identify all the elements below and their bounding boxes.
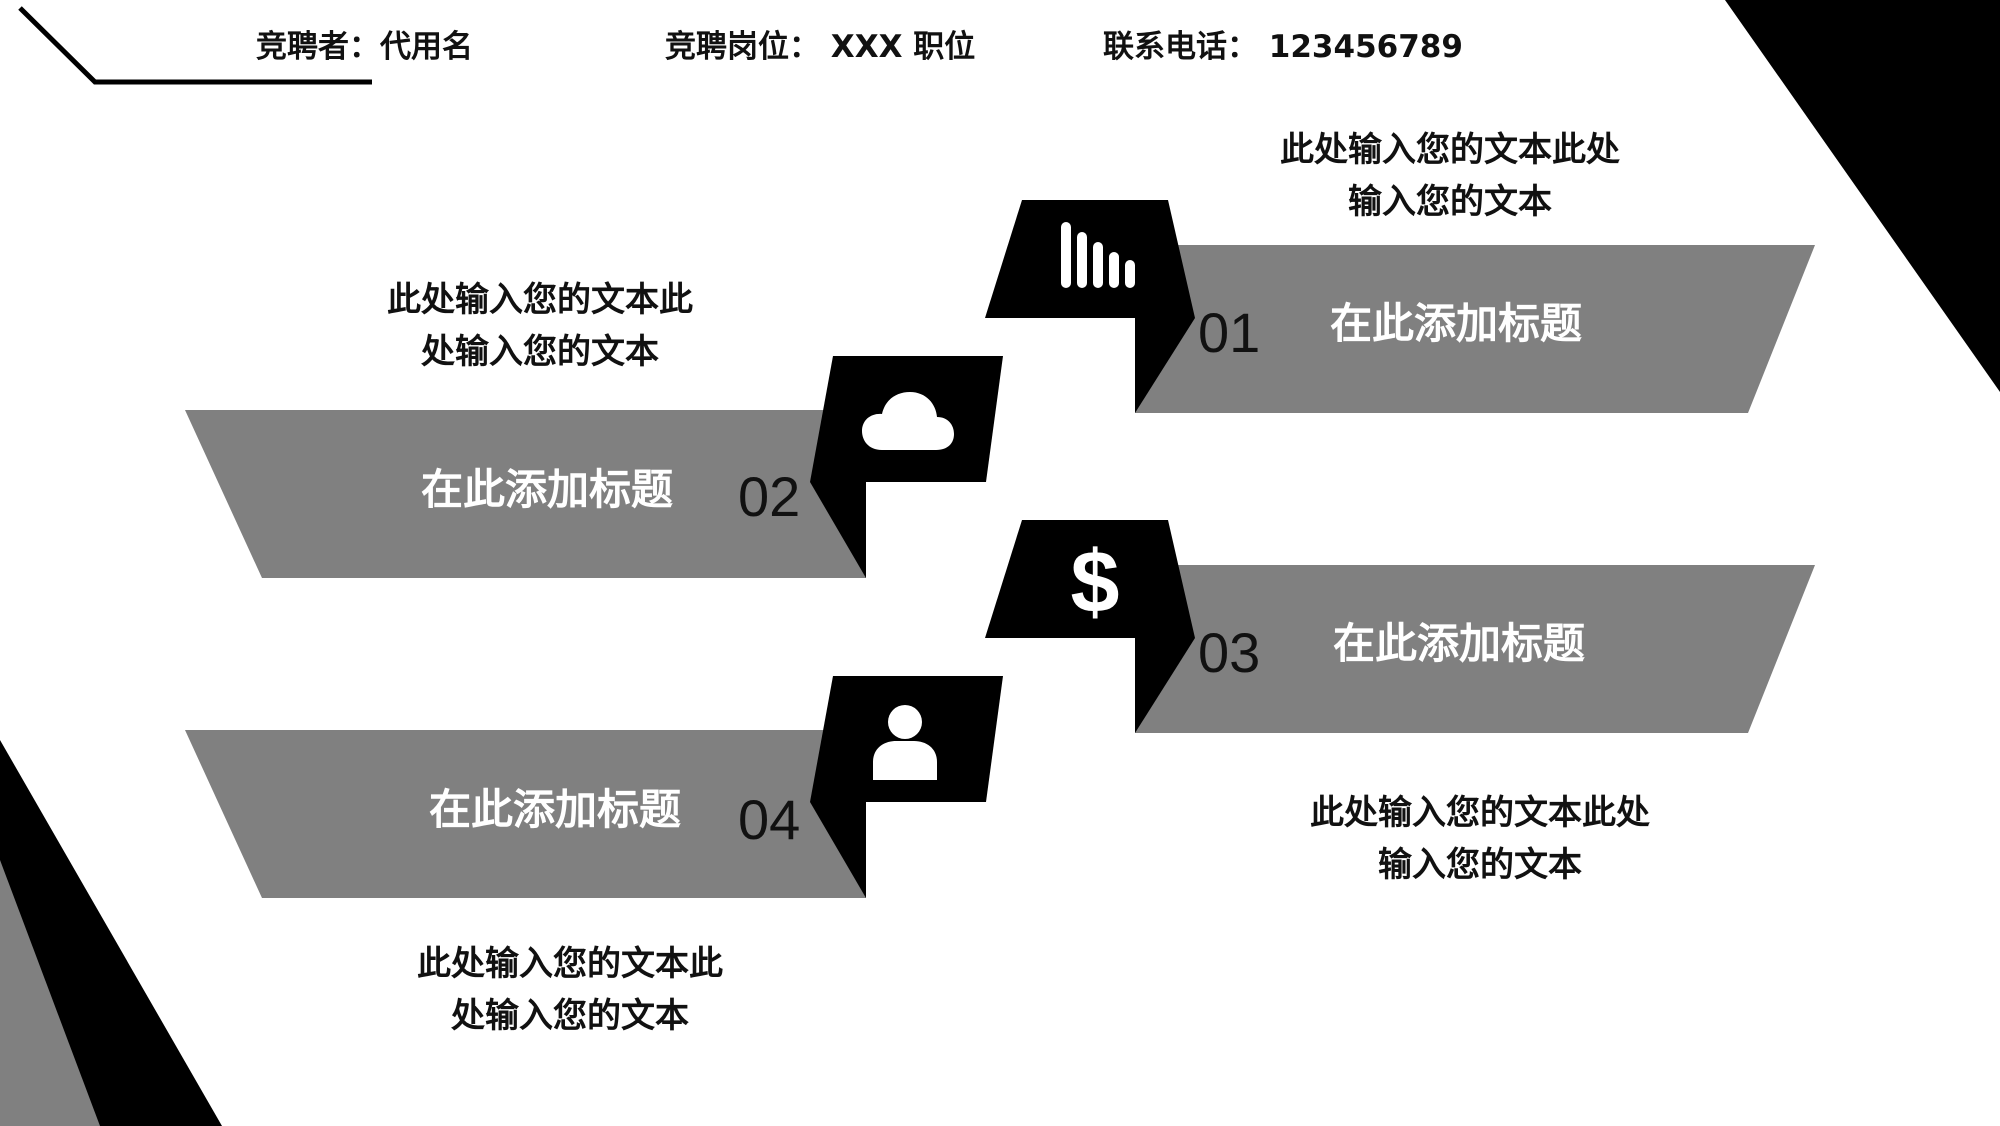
tab-03-lower [1135, 638, 1195, 733]
band-03 [1135, 565, 1815, 733]
candidate-label: 竞聘者：代用名 [256, 29, 473, 65]
header-underline [18, 6, 372, 85]
item-04-desc-line2: 处输入您的文本 [451, 996, 689, 1036]
tab-01-lower [1135, 318, 1195, 413]
item-02-desc-line1: 此处输入您的文本此 [387, 280, 693, 320]
item-03-number: 03 [1198, 621, 1261, 684]
item-03-title: 在此添加标题 [1333, 619, 1586, 668]
top-right-slant [1725, 0, 2000, 392]
item-01-number: 01 [1198, 301, 1261, 364]
dollar-icon: $ [1071, 540, 1120, 622]
cloud-icon [862, 392, 954, 450]
item-04-number: 04 [738, 788, 801, 851]
tab-04-upper [810, 676, 1003, 802]
item-03-desc-line1: 此处输入您的文本此处 [1310, 793, 1650, 833]
item-03-description: 此处输入您的文本此处 输入您的文本 [1260, 787, 1700, 891]
item-02-description: 此处输入您的文本此 处输入您的文本 [330, 274, 750, 378]
phone-label: 联系电话： 123456789 [1103, 29, 1463, 65]
item-02-desc-line2: 处输入您的文本 [421, 332, 659, 372]
tab-01-upper [985, 200, 1195, 318]
band-01 [1135, 245, 1815, 413]
svg-text:$: $ [1071, 540, 1120, 622]
bar-chart-icon [1061, 222, 1135, 288]
item-02-title: 在此添加标题 [421, 465, 674, 514]
item-01-desc-line2: 输入您的文本 [1348, 182, 1552, 222]
item-03-desc-line2: 输入您的文本 [1378, 845, 1582, 885]
tab-04-lower [810, 802, 866, 898]
item-01-description: 此处输入您的文本此处 输入您的文本 [1230, 124, 1670, 228]
item-01-title: 在此添加标题 [1330, 299, 1583, 348]
item-04-description: 此处输入您的文本此 处输入您的文本 [360, 938, 780, 1042]
tab-02-lower [810, 482, 866, 578]
user-icon [873, 705, 937, 780]
band-02 [185, 410, 866, 578]
tab-03-upper [985, 520, 1195, 638]
bottom-left-grey-slant [0, 860, 100, 1126]
item-04-title: 在此添加标题 [429, 785, 682, 834]
position-label: 竞聘岗位： XXX 职位 [665, 29, 976, 65]
band-04 [185, 730, 866, 898]
item-01-desc-line1: 此处输入您的文本此处 [1280, 130, 1620, 170]
item-02-number: 02 [738, 465, 801, 528]
item-04-desc-line1: 此处输入您的文本此 [417, 944, 723, 984]
